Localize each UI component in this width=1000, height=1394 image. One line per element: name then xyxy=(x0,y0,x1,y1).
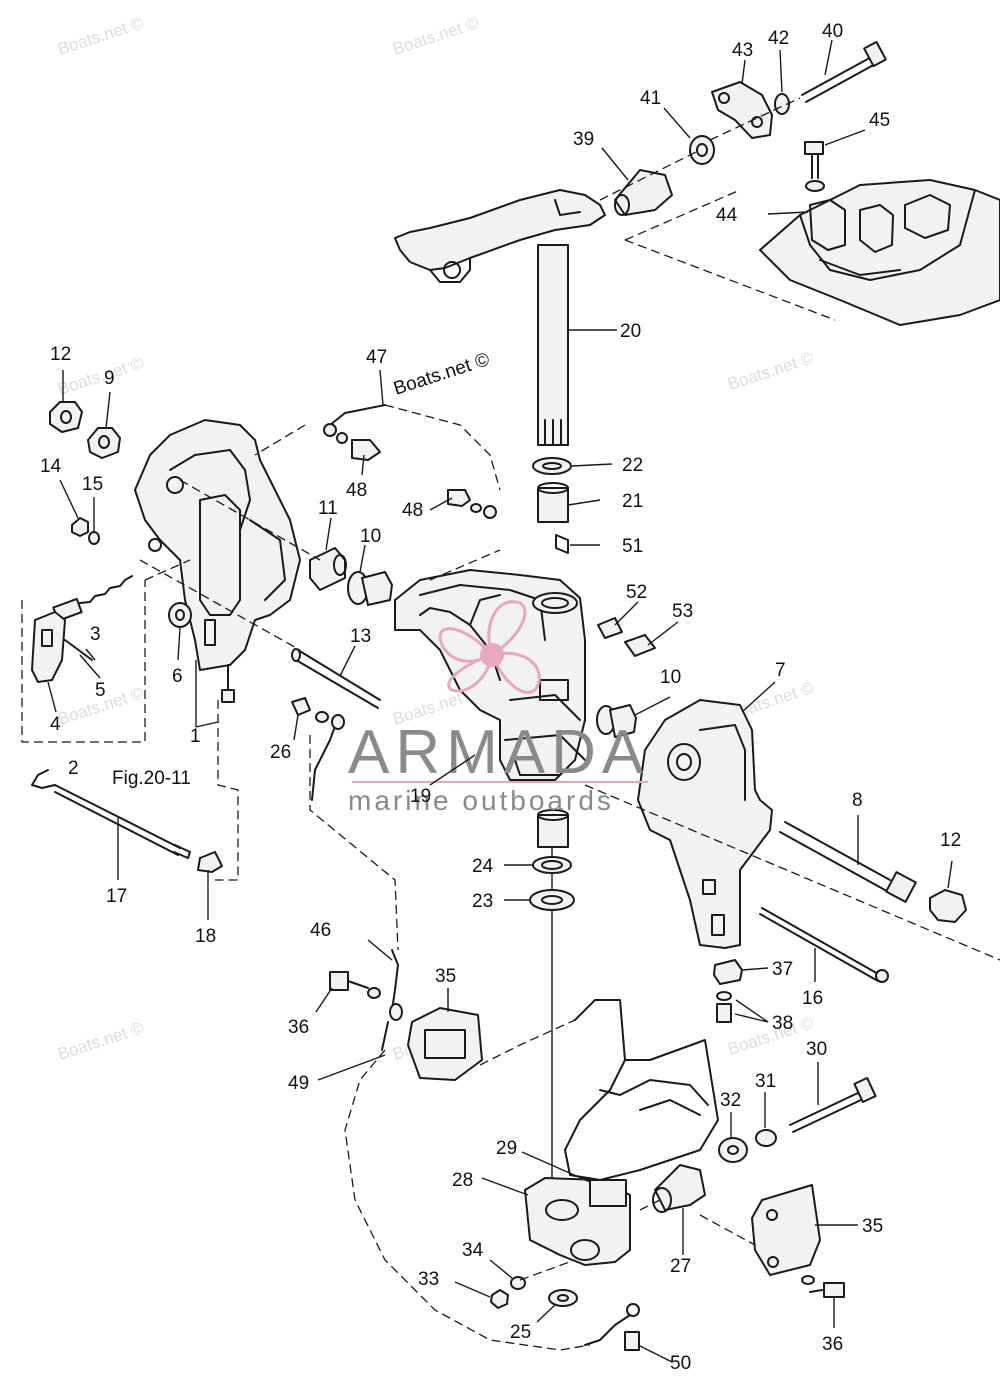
shaft-bushings xyxy=(529,457,575,911)
callout-5: 5 xyxy=(95,680,106,701)
callout-44: 44 xyxy=(716,205,738,226)
propeller-logo xyxy=(438,600,541,694)
callout-50: 50 xyxy=(670,1353,691,1374)
leader-lines xyxy=(47,39,953,1363)
cable-26 xyxy=(291,697,345,801)
callout-9: 9 xyxy=(104,368,115,389)
ground-lead-47 xyxy=(254,404,501,581)
callout-13: 13 xyxy=(350,626,371,647)
callout-24: 24 xyxy=(472,856,494,877)
callout-10: 10 xyxy=(360,526,381,547)
callout-11: 11 xyxy=(318,498,338,519)
callout-48: 48 xyxy=(346,480,367,501)
callout-36: 36 xyxy=(288,1017,309,1038)
callout-47: 47 xyxy=(366,347,387,368)
callout-18: 18 xyxy=(195,926,216,947)
watermark-text: Boats.net © xyxy=(725,1013,816,1059)
callout-14: 14 xyxy=(40,456,62,477)
callout-15: 15 xyxy=(82,474,103,495)
callout-33: 33 xyxy=(418,1269,439,1290)
callout-51: 51 xyxy=(622,536,643,557)
callout-45: 45 xyxy=(869,110,890,131)
right-clamp-bracket xyxy=(584,699,1000,1023)
callout-10-right: 10 xyxy=(660,667,681,688)
callout-12: 12 xyxy=(50,344,71,365)
watermark-text: Boats.net © xyxy=(55,13,146,59)
callout-49: 49 xyxy=(288,1073,309,1094)
brand-watermark: ARMADA marine outboards xyxy=(348,600,649,816)
callout-53: 53 xyxy=(672,601,693,622)
callout-12-right: 12 xyxy=(940,830,961,851)
watermark-text: Boats.net © xyxy=(390,13,481,59)
callout-46: 46 xyxy=(310,920,331,941)
callout-25: 25 xyxy=(510,1322,531,1343)
watermark-main: Boats.net © xyxy=(391,349,492,400)
callout-40: 40 xyxy=(822,21,843,42)
callout-30: 30 xyxy=(806,1039,827,1060)
brand-subtitle: marine outboards xyxy=(348,785,614,816)
callout-36-right: 36 xyxy=(822,1334,843,1355)
tilt-rod xyxy=(31,769,223,873)
callout-17: 17 xyxy=(106,886,127,907)
left-clamp-bracket xyxy=(21,401,393,881)
callout-29: 29 xyxy=(496,1138,517,1159)
callout-labels: 1 2 3 4 5 6 7 8 9 10 10 11 12 12 13 14 1… xyxy=(40,21,961,1374)
callout-19: 19 xyxy=(410,786,431,807)
callout-16: 16 xyxy=(802,988,823,1009)
callout-23: 23 xyxy=(472,891,493,912)
callout-7: 7 xyxy=(775,660,786,681)
callout-52: 52 xyxy=(626,582,647,603)
callout-3: 3 xyxy=(90,624,101,645)
callout-43: 43 xyxy=(732,40,753,61)
callout-4: 4 xyxy=(50,714,61,735)
callout-8: 8 xyxy=(852,790,863,811)
lower-mount-assembly xyxy=(309,735,877,1351)
callout-21: 21 xyxy=(622,491,643,512)
callout-1: 1 xyxy=(190,726,201,747)
callout-41: 41 xyxy=(640,88,661,109)
figure-reference: Fig.20-11 xyxy=(112,768,191,789)
watermark-text: Boats.net © xyxy=(55,1018,146,1064)
callout-42: 42 xyxy=(768,28,789,49)
callout-20: 20 xyxy=(620,321,641,342)
steering-arm-assembly xyxy=(394,40,887,446)
callout-48-lower: 48 xyxy=(402,500,423,521)
callout-32: 32 xyxy=(720,1090,741,1111)
callout-2: 2 xyxy=(68,758,79,779)
callout-28: 28 xyxy=(452,1170,473,1191)
callout-22: 22 xyxy=(622,455,643,476)
callout-34: 34 xyxy=(462,1240,484,1261)
brand-title: ARMADA xyxy=(348,718,649,787)
callout-27: 27 xyxy=(670,1256,691,1277)
callout-35: 35 xyxy=(435,966,456,987)
watermark-text: Boats.net © xyxy=(725,348,816,394)
swivel-bracket xyxy=(394,569,656,1200)
callout-39: 39 xyxy=(573,129,594,150)
engine-mount-plate xyxy=(624,179,1000,326)
callout-38: 38 xyxy=(772,1013,793,1034)
callout-37: 37 xyxy=(772,959,793,980)
callout-6: 6 xyxy=(172,666,183,687)
callout-31: 31 xyxy=(755,1071,776,1092)
callout-35-right: 35 xyxy=(862,1216,883,1237)
callout-26: 26 xyxy=(270,742,291,763)
